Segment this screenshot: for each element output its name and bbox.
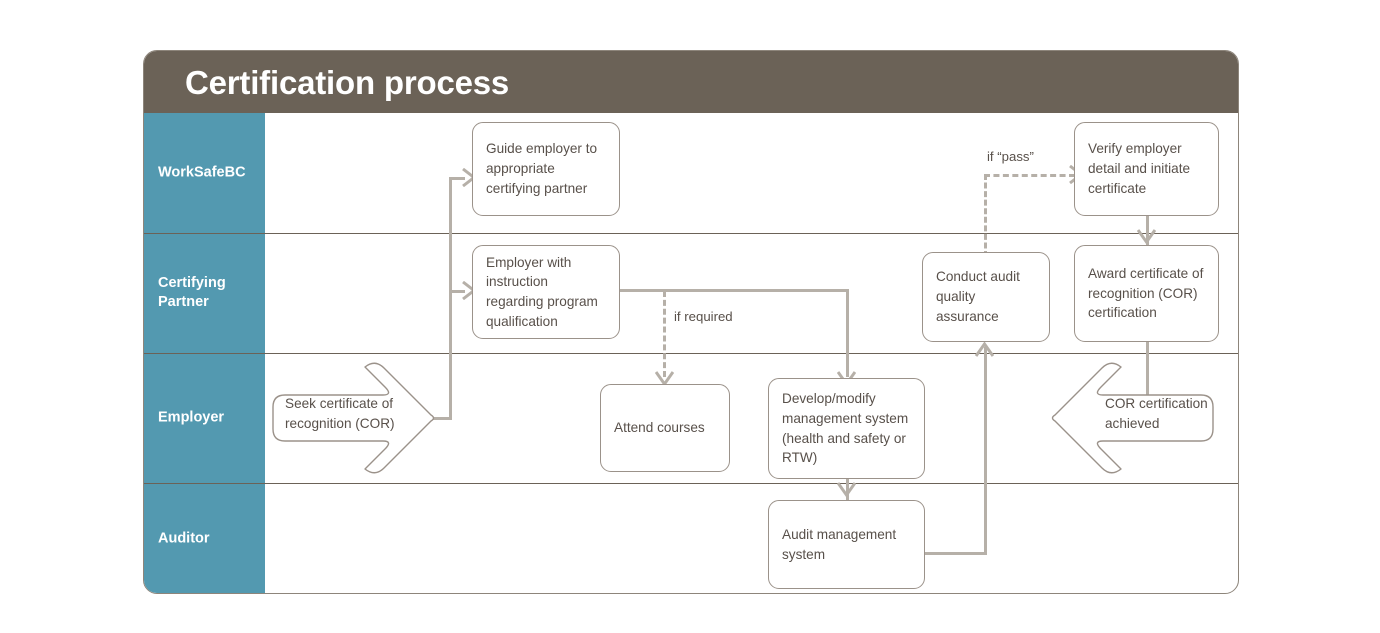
lane-label-employer: Employer — [144, 353, 265, 483]
node-develop-modify-label: Develop/modify management system (health… — [782, 391, 909, 466]
node-seek-cor[interactable]: Seek certificate of recognition (COR) — [265, 362, 437, 474]
connector-instruction-right — [619, 289, 849, 292]
node-cor-achieved[interactable]: COR certification achieved — [1049, 362, 1221, 474]
lane-label-certifying-partner: Certifying Partner — [144, 233, 265, 353]
connector-award-to-cor — [1146, 342, 1149, 416]
lane-certifying-partner: Certifying Partner — [144, 233, 1238, 353]
lane-label-text: Employer — [158, 409, 225, 426]
title-bar: Certification process — [144, 51, 1238, 113]
arrowhead-award-certificate — [1137, 229, 1156, 245]
connector-verify-to-award — [1146, 214, 1149, 254]
node-develop-modify[interactable]: Develop/modify management system (health… — [768, 378, 925, 479]
node-conduct-audit-label: Conduct audit quality assurance — [936, 269, 1020, 324]
connector-audit-right — [921, 552, 987, 555]
node-audit-management-label: Audit management system — [782, 526, 897, 562]
certification-process-frame: Certification process WorkSafeBC Certify… — [143, 50, 1239, 594]
edge-label-if-pass: if “pass” — [987, 149, 1034, 164]
node-employer-instruction[interactable]: Employer with instruction regarding prog… — [472, 245, 620, 339]
node-conduct-audit[interactable]: Conduct audit quality assurance — [922, 252, 1050, 342]
lane-label-auditor: Auditor — [144, 483, 265, 593]
connector-spine-to-instruction — [449, 290, 465, 293]
lane-divider-2 — [144, 353, 1238, 354]
arrowhead-audit-management — [837, 482, 856, 498]
lane-label-text: WorkSafeBC — [158, 164, 246, 181]
lane-worksafebc: WorkSafeBC — [144, 113, 1238, 233]
lane-divider-3 — [144, 483, 1238, 484]
node-audit-management[interactable]: Audit management system — [768, 500, 925, 589]
node-attend-courses[interactable]: Attend courses — [600, 384, 730, 472]
connector-audit-up — [984, 347, 987, 553]
node-cor-achieved-label: COR certification achieved — [1105, 396, 1208, 431]
edge-label-if-required: if required — [674, 309, 733, 324]
connector-spine-vertical — [449, 177, 452, 420]
lane-divider-1 — [144, 233, 1238, 234]
node-award-certificate[interactable]: Award certificate of recognition (COR) c… — [1074, 245, 1219, 342]
lane-label-text: Auditor — [158, 530, 210, 547]
node-verify-employer[interactable]: Verify employer detail and initiate cert… — [1074, 122, 1219, 216]
connector-if-pass-dashed-vertical — [984, 174, 987, 257]
connector-develop-to-audit — [846, 466, 849, 511]
connector-down-to-develop — [846, 289, 849, 377]
node-guide-employer-label: Guide employer to appropriate certifying… — [486, 141, 598, 196]
node-guide-employer[interactable]: Guide employer to appropriate certifying… — [472, 122, 620, 216]
node-award-certificate-label: Award certificate of recognition (COR) c… — [1088, 265, 1204, 321]
node-verify-employer-label: Verify employer detail and initiate cert… — [1088, 141, 1191, 196]
lane-label-text: Certifying Partner — [158, 275, 226, 310]
connector-seek-to-spine — [432, 417, 452, 420]
lane-auditor: Auditor — [144, 483, 1238, 593]
connector-if-pass-dashed-horizontal — [984, 174, 1075, 177]
connector-if-required-dashed — [663, 291, 666, 377]
connector-spine-to-guide — [449, 177, 465, 180]
page-title: Certification process — [185, 64, 510, 101]
lane-employer: Employer — [144, 353, 1238, 483]
arrowhead-conduct-audit — [975, 341, 994, 357]
node-seek-cor-label: Seek certificate of recognition (COR) — [285, 396, 395, 431]
node-employer-instruction-label: Employer with instruction regarding prog… — [486, 254, 598, 329]
node-attend-courses-label: Attend courses — [614, 420, 705, 436]
lane-label-worksafebc: WorkSafeBC — [144, 113, 265, 233]
